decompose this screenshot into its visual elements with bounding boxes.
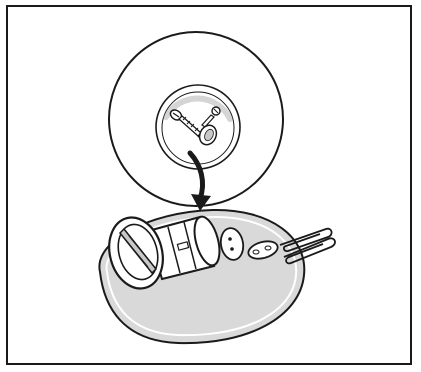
illustration — [8, 7, 410, 363]
figure-frame — [6, 5, 412, 365]
magnifier-circle-icon — [109, 32, 283, 206]
